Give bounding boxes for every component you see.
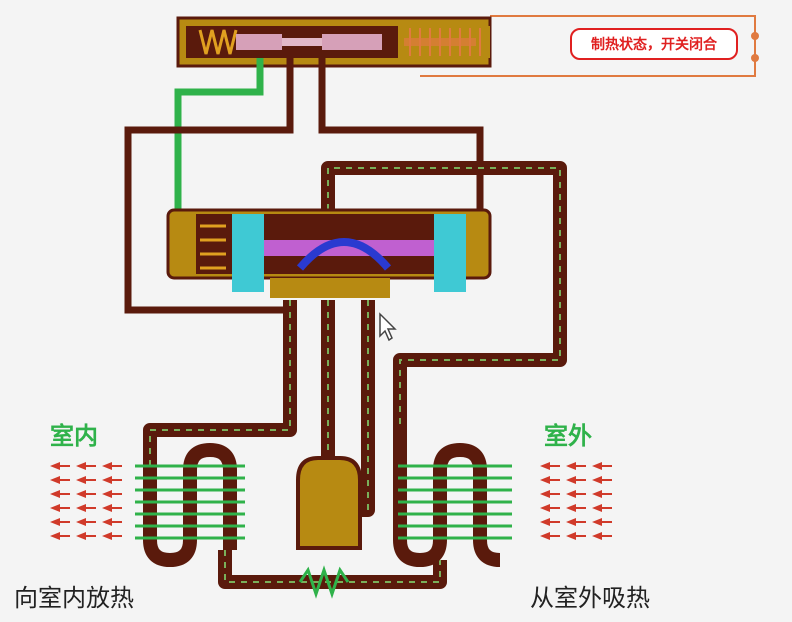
pipe-flow-markings [149, 167, 561, 583]
pilot-slider-left [236, 34, 282, 50]
piston-right [434, 214, 466, 292]
outdoor-heat-arrows [540, 462, 612, 540]
piston-left [232, 214, 264, 292]
switch-contact-bottom [751, 54, 759, 62]
pilot-slider-right [322, 34, 382, 50]
outdoor-coil [393, 430, 512, 568]
pilot-spring-icon [198, 29, 238, 55]
valve-slider [264, 240, 434, 256]
expansion-valve-icon [298, 565, 350, 599]
valve-slide-cup [296, 238, 392, 271]
switch-contact-top [751, 32, 759, 40]
solenoid-coil-icon [404, 28, 481, 56]
indoor-coil [135, 442, 245, 568]
status-note: 制热状态，开关闭合 [570, 28, 738, 60]
indoor-label: 室内 [50, 422, 98, 450]
indoor-caption: 向室内放热 [14, 584, 134, 612]
mouse-cursor-icon [379, 312, 397, 342]
four-way-valve [166, 208, 492, 298]
valve-left-spring-icon [200, 224, 226, 270]
pilot-tubes [124, 58, 484, 314]
outdoor-label: 室外 [544, 422, 592, 450]
compressor [296, 456, 362, 550]
indoor-heat-arrows [50, 462, 122, 540]
electrical-circuit [420, 15, 759, 77]
pilot-valve [176, 16, 492, 68]
outdoor-caption: 从室外吸热 [530, 584, 650, 612]
